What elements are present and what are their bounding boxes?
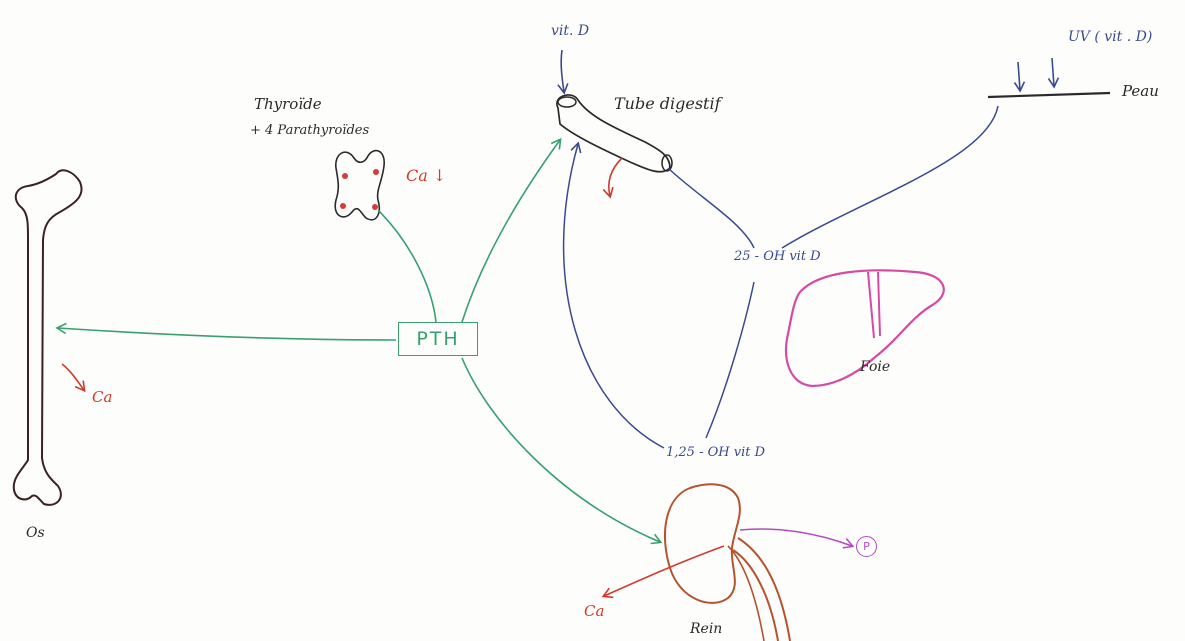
thyroid-shape bbox=[334, 149, 385, 221]
uv-arrow bbox=[1047, 57, 1060, 89]
ureter bbox=[737, 537, 791, 641]
pth-to-bone-arrow bbox=[55, 322, 397, 341]
vitd-intake-arrow bbox=[557, 49, 569, 95]
kidney-label: Rein bbox=[690, 621, 723, 637]
digestive-tube-opening bbox=[557, 96, 577, 108]
parathyroids-label: + 4 Parathyroïdes bbox=[250, 123, 370, 138]
liver-shape bbox=[784, 269, 945, 388]
parathyroid-gland bbox=[340, 203, 346, 209]
digestive-tube-end bbox=[661, 154, 673, 172]
parathyroid-gland bbox=[342, 173, 348, 179]
pth-box: PTH bbox=[398, 322, 478, 356]
bone-shape bbox=[12, 169, 83, 506]
25-oh-vitamin-d-label: 25 - OH vit D bbox=[734, 249, 821, 264]
skin-line bbox=[987, 91, 1111, 99]
kidney-calcium-arrow bbox=[601, 545, 725, 599]
skin-to-25oh-path bbox=[781, 105, 999, 249]
ureter bbox=[732, 549, 779, 641]
bone-calcium-arrow bbox=[61, 363, 86, 393]
pth-to-kidney-arrow bbox=[461, 357, 663, 545]
gut-to-25oh-path bbox=[667, 167, 755, 249]
125-oh-vitamin-d-label: 1,25 - OH vit D bbox=[666, 445, 766, 460]
ureter bbox=[727, 545, 765, 641]
thyroid-calcium-label: Ca ↓ bbox=[406, 166, 447, 185]
125oh-to-gut-arrow bbox=[562, 141, 665, 449]
phosphate-label: P bbox=[856, 536, 877, 557]
kidney-phosphate-arrow bbox=[739, 528, 855, 549]
thyroid-label: Thyroïde bbox=[254, 95, 322, 113]
bone-calcium-label: Ca bbox=[92, 388, 113, 406]
uv-label: UV ( vit . D) bbox=[1068, 29, 1153, 45]
kidney-shape bbox=[663, 483, 741, 604]
liver-label: Foie bbox=[860, 359, 891, 375]
kidney-calcium-label: Ca bbox=[584, 602, 605, 620]
liver-ligament bbox=[877, 271, 881, 337]
parathyroid-gland bbox=[372, 204, 378, 210]
25oh-to-125oh-path bbox=[705, 281, 755, 439]
pth-to-gut-arrow bbox=[461, 137, 562, 323]
gut-calcium-arrow bbox=[602, 157, 623, 199]
uv-arrow bbox=[1013, 61, 1026, 93]
parathyroid-gland bbox=[373, 169, 379, 175]
liver-ligament bbox=[867, 271, 875, 339]
thyroid-to-pth-line bbox=[377, 209, 437, 323]
digestive-tube-label: Tube digestif bbox=[614, 94, 721, 113]
bone-label: Os bbox=[26, 525, 45, 541]
vitamin-d-intake-label: vit. D bbox=[551, 23, 590, 39]
digestive-tube-shape bbox=[556, 94, 671, 173]
skin-label: Peau bbox=[1122, 82, 1159, 100]
